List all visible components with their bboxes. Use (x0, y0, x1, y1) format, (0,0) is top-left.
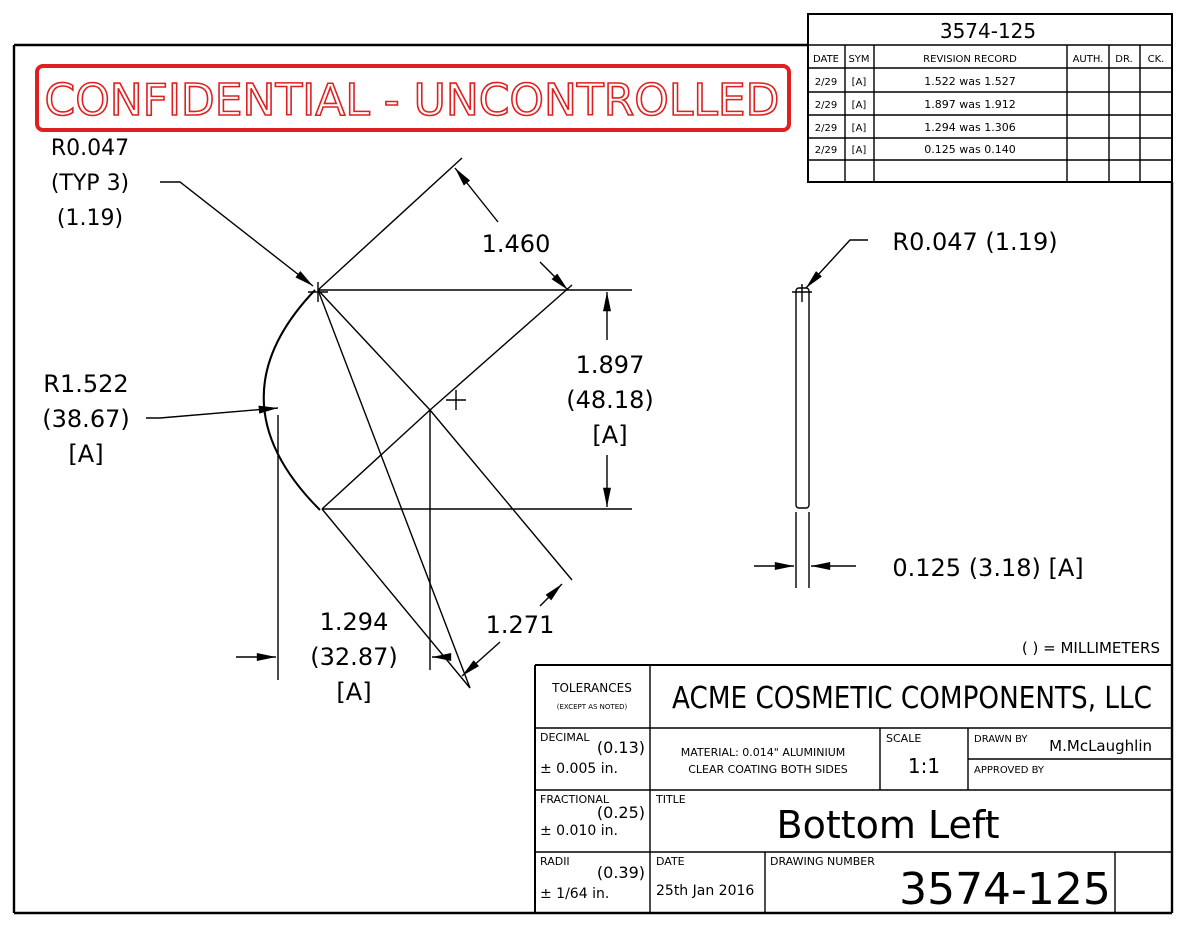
company-name: ACME COSMETIC COMPONENTS, LLC (672, 681, 1152, 716)
fractional-label: FRACTIONAL (540, 793, 610, 806)
confidential-stamp: CONFIDENTIAL - UNCONTROLLED (35, 64, 791, 132)
side-view-profile (795, 287, 810, 509)
dim-corner-radius-mm: (1.19) (57, 206, 123, 231)
material-line-2: CLEAR COATING BOTH SIDES (688, 763, 848, 776)
part-side-view (792, 284, 812, 588)
drawing-number-value: 3574-125 (899, 864, 1111, 915)
rev-row-sym: [A] (852, 123, 867, 134)
dimension-diag-width: 1.460 (454, 167, 569, 291)
decimal-tol: ± 0.005 in. (540, 761, 618, 777)
rev-row-date: 2/29 (815, 100, 837, 111)
radii-tol: ± 1/64 in. (540, 886, 609, 902)
stamp-text: CONFIDENTIAL - UNCONTROLLED (45, 75, 780, 126)
tolerances-label: TOLERANCES (551, 681, 632, 695)
decimal-mm: (0.13) (597, 738, 645, 757)
rev-header-record: REVISION RECORD (923, 54, 1017, 65)
dim-arc-radius-mm: (38.67) (42, 405, 129, 433)
part-arc-edge (262, 289, 321, 511)
date-value: 25th Jan 2016 (656, 883, 754, 899)
radii-mm: (0.39) (597, 863, 645, 882)
dimension-corner-radius: R0.047 (TYP 3) (1.19) (51, 136, 314, 287)
drawing-title: Bottom Left (777, 803, 1000, 847)
dim-height-rev: [A] (592, 421, 627, 449)
dim-arc-radius-rev: [A] (68, 440, 103, 468)
stamp-frame (35, 64, 791, 132)
drawn-by-label: DRAWN BY (974, 734, 1028, 745)
scale-label: SCALE (886, 732, 921, 745)
title-block: TOLERANCES (EXCEPT AS NOTED) ACME COSMET… (534, 664, 1172, 915)
drawing-number-label: DRAWING NUMBER (770, 855, 875, 868)
rev-row-sym: [A] (852, 100, 867, 111)
revision-block: 3574-125 DATE SYM REVISION RECORD AUTH. … (807, 13, 1173, 183)
dim-base-rev: [A] (336, 678, 371, 706)
rev-row-record: 1.522 was 1.527 (924, 75, 1015, 88)
dim-arc-radius-value: R1.522 (43, 370, 128, 398)
rev-row-record: 1.897 was 1.912 (924, 98, 1015, 111)
rev-row-sym: [A] (852, 77, 867, 88)
sheet-border (12, 43, 1174, 915)
dim-corner-radius-typ: (TYP 3) (51, 171, 129, 196)
dimension-height: 1.897 (48.18) [A] (566, 292, 654, 507)
dimension-base: 1.294 (32.87) [A] (236, 608, 452, 706)
drawn-by-value: M.McLaughlin (1049, 737, 1152, 755)
dim-diag-width-value: 1.460 (482, 230, 551, 258)
dimension-thickness: 0.125 (3.18) [A] (754, 554, 1084, 582)
scale-value: 1:1 (908, 754, 940, 778)
dim-height-mm: (48.18) (566, 386, 653, 414)
rev-row-record: 0.125 was 0.140 (924, 143, 1015, 156)
dimension-arc-radius: R1.522 (38.67) [A] (42, 370, 279, 468)
approved-by-label: APPROVED BY (974, 765, 1045, 776)
tolerances-sub: (EXCEPT AS NOTED) (557, 703, 628, 711)
rev-header-ck: CK. (1148, 54, 1165, 65)
material-line-1: MATERIAL: 0.014" ALUMINIUM (681, 746, 846, 759)
part-diag-2 (321, 409, 431, 510)
rev-header-date: DATE (813, 54, 839, 65)
part-front-view (262, 157, 632, 689)
dimension-side-radius: R0.047 (1.19) (805, 228, 1058, 289)
units-note: ( ) = MILLIMETERS (1022, 639, 1160, 657)
title-label: TITLE (655, 793, 686, 806)
rev-header-auth: AUTH. (1073, 54, 1104, 65)
dim-thickness-value: 0.125 (3.18) [A] (892, 554, 1083, 582)
radii-label: RADII (540, 855, 570, 868)
dimension-diag-offset: 1.271 (461, 583, 563, 677)
dim-height-value: 1.897 (576, 351, 645, 379)
part-diag-1 (317, 289, 471, 689)
fractional-tol: ± 0.010 in. (540, 823, 618, 839)
rev-header-sym: SYM (848, 54, 869, 65)
dim-corner-radius-value: R0.047 (51, 136, 129, 161)
rev-row-date: 2/29 (815, 123, 837, 134)
date-label: DATE (656, 855, 685, 868)
rev-header-dr: DR. (1115, 54, 1132, 65)
dim-base-value: 1.294 (320, 608, 389, 636)
dim-base-mm: (32.87) (310, 643, 397, 671)
dim-side-radius-value: R0.047 (1.19) (892, 228, 1057, 256)
decimal-label: DECIMAL (540, 731, 590, 744)
fractional-mm: (0.25) (597, 803, 645, 822)
rev-row-date: 2/29 (815, 77, 837, 88)
dim-diag-offset-value: 1.271 (486, 611, 555, 639)
rev-row-date: 2/29 (815, 145, 837, 156)
rev-row-sym: [A] (852, 145, 867, 156)
rev-row-record: 1.294 was 1.306 (924, 121, 1015, 134)
revision-drawing-number: 3574-125 (940, 19, 1036, 43)
